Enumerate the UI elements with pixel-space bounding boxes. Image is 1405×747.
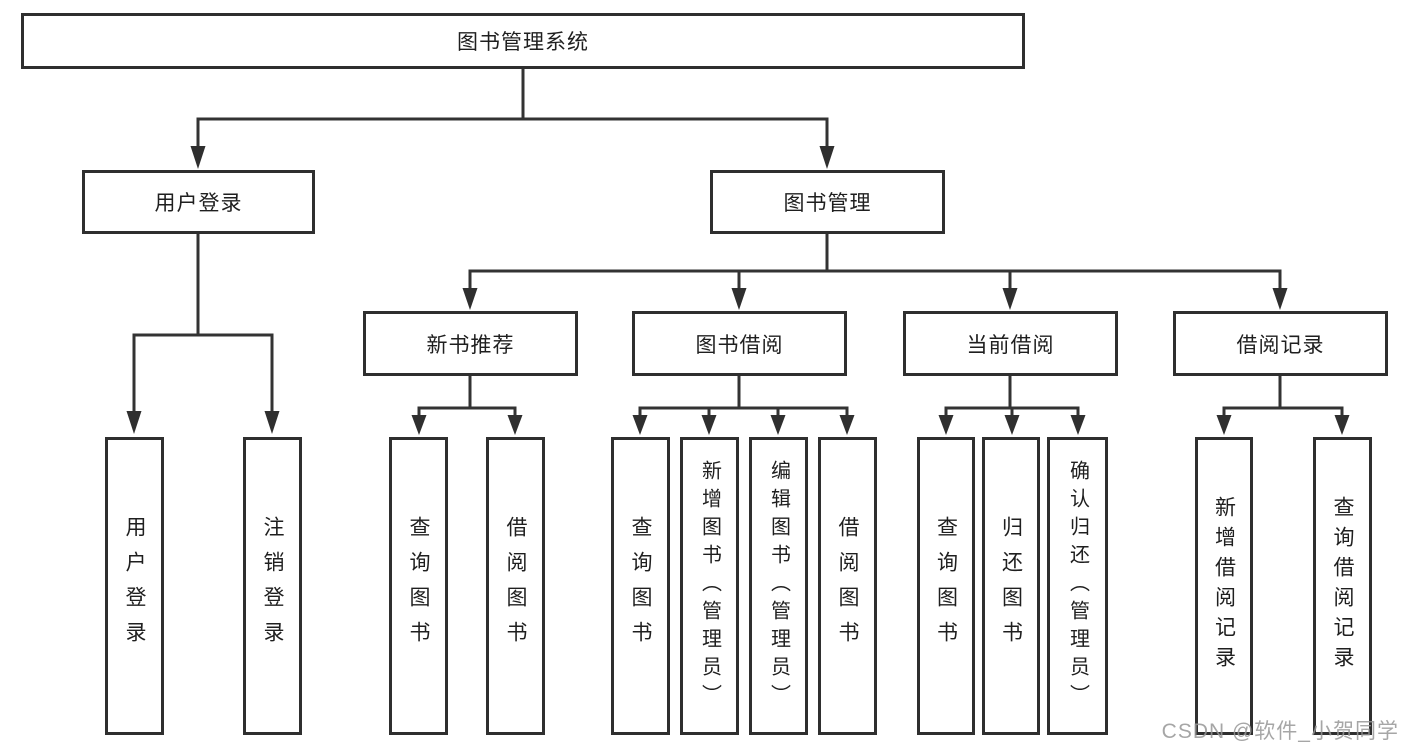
leaf-query-borrow-record: 查询借阅记录 bbox=[1313, 437, 1372, 735]
leaf-query-books-current: 查询图书 bbox=[917, 437, 975, 735]
node-user-login: 用户登录 bbox=[82, 170, 315, 234]
leaf-label: 查询图书 bbox=[934, 516, 958, 656]
leaf-add-borrow-record: 新增借阅记录 bbox=[1195, 437, 1253, 735]
node-borrowing-records: 借阅记录 bbox=[1173, 311, 1388, 376]
leaf-user-login: 用户登录 bbox=[105, 437, 164, 735]
node-label: 当前借阅 bbox=[966, 333, 1055, 357]
leaf-label: 查询图书 bbox=[407, 516, 430, 656]
leaf-label: 查询借阅记录 bbox=[1331, 496, 1354, 676]
leaf-label: 编辑图书（管理员） bbox=[767, 460, 790, 712]
node-library-management-system: 图书管理系统 bbox=[21, 13, 1025, 69]
leaf-borrow-books-recommend: 借阅图书 bbox=[486, 437, 545, 735]
node-label: 图书管理系统 bbox=[457, 31, 589, 54]
node-current-borrowing: 当前借阅 bbox=[903, 311, 1118, 376]
leaf-label: 借阅图书 bbox=[836, 516, 859, 656]
node-new-book-recommendation: 新书推荐 bbox=[363, 311, 578, 376]
arrowheads bbox=[126, 146, 1350, 435]
leaf-borrow-books: 借阅图书 bbox=[818, 437, 877, 735]
leaf-logout: 注销登录 bbox=[243, 437, 302, 735]
leaf-label: 借阅图书 bbox=[504, 516, 527, 656]
leaf-return-book: 归还图书 bbox=[982, 437, 1040, 735]
leaf-label: 确认归还（管理员） bbox=[1066, 460, 1089, 712]
leaf-label: 注销登录 bbox=[261, 516, 284, 656]
leaf-confirm-return-admin: 确认归还（管理员） bbox=[1047, 437, 1108, 735]
leaf-label: 用户登录 bbox=[123, 516, 146, 656]
node-label: 借阅记录 bbox=[1236, 333, 1325, 357]
leaf-add-book-admin: 新增图书（管理员） bbox=[680, 437, 739, 735]
leaf-label: 查询图书 bbox=[629, 516, 652, 656]
node-label: 图书管理 bbox=[783, 192, 872, 215]
node-label: 新书推荐 bbox=[426, 333, 515, 357]
leaf-query-books-recommend: 查询图书 bbox=[389, 437, 448, 735]
node-book-management: 图书管理 bbox=[710, 170, 945, 234]
leaf-label: 新增图书（管理员） bbox=[698, 460, 721, 712]
node-book-borrowing: 图书借阅 bbox=[632, 311, 847, 376]
csdn-watermark: CSDN @软件_小贺同学 bbox=[1161, 720, 1399, 743]
node-label: 用户登录 bbox=[154, 192, 243, 215]
leaf-label: 归还图书 bbox=[999, 516, 1023, 656]
leaf-edit-book-admin: 编辑图书（管理员） bbox=[749, 437, 808, 735]
leaf-query-books-borrowing: 查询图书 bbox=[611, 437, 670, 735]
leaf-label: 新增借阅记录 bbox=[1212, 496, 1236, 676]
node-label: 图书借阅 bbox=[695, 333, 784, 357]
